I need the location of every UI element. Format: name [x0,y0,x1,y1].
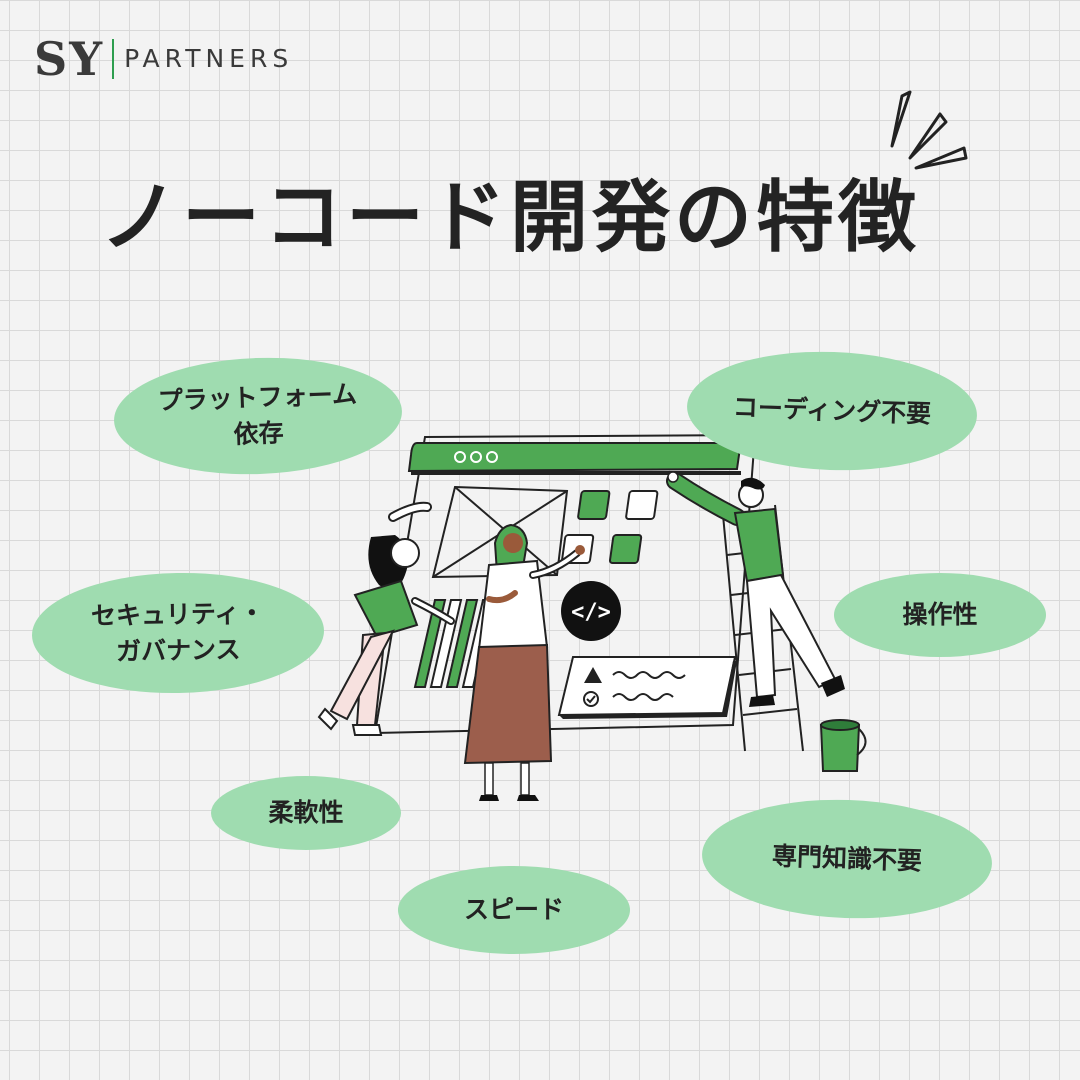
window-dot-icon [470,451,482,463]
no-code-illustration: </> [317,433,867,801]
paint-bucket-icon [819,719,867,772]
person-left [317,501,455,736]
feature-label: 柔軟性 [268,798,344,827]
logo-name: PARTNERS [124,44,294,73]
feature-label: スピード [463,895,564,924]
window-dot-icon [454,451,466,463]
feature-bubble-flexibility: 柔軟性 [211,776,401,850]
checkbox-checked [608,534,643,564]
check-circle-icon [583,691,599,707]
checkbox-empty [625,490,659,520]
code-icon: </> [561,581,621,641]
feature-label: セキュリティ・ ガバナンス [90,598,265,667]
warning-icon [584,667,602,683]
status-card [557,656,737,719]
person-middle [463,523,585,801]
brand-logo: SY PARTNERS [34,36,293,82]
checkbox-checked [577,490,611,520]
logo-mark: SY [34,32,105,86]
feature-bubble-speed: スピード [398,866,630,954]
browser-header-bar [407,442,741,473]
feature-label: 専門知識不要 [771,841,923,876]
page-title: ノーコード開発の特徴 [99,173,920,263]
feature-bubble-usability: 操作性 [834,573,1046,657]
feature-label: 操作性 [902,600,978,629]
svg-text:</>: </> [571,600,611,625]
feature-label: プラットフォーム 依存 [157,379,358,449]
feature-bubble-no-expertise: 専門知識不要 [700,794,994,924]
feature-label: コーディング不要 [732,392,932,429]
sparkle-icon [890,90,968,170]
logo-divider [112,39,115,79]
window-dot-icon [486,451,498,463]
person-right [666,471,845,707]
